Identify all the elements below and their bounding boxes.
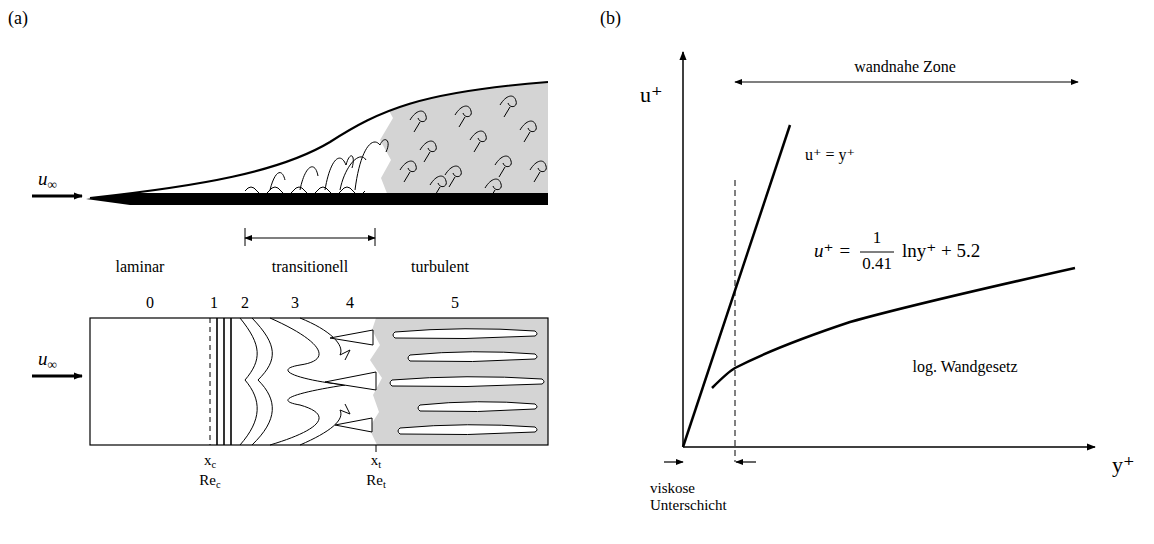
eddy (455, 106, 471, 127)
label: u∞ (38, 168, 57, 190)
label: u∞ (38, 348, 57, 370)
label: u⁺ (640, 82, 663, 107)
label: wandnahe Zone (854, 58, 956, 76)
eddy (445, 166, 461, 187)
label: (a) (8, 8, 28, 29)
eddy (500, 96, 516, 117)
label: 0 (146, 294, 154, 312)
eddy (520, 121, 536, 142)
transition-bracket (245, 237, 375, 238)
label: 3 (291, 294, 299, 312)
log-law (712, 268, 1075, 388)
axis (682, 52, 684, 447)
label: u⁺ = (812, 240, 853, 262)
streak (398, 425, 537, 435)
label: y⁺ (1112, 452, 1135, 477)
label: 1 (871, 228, 884, 248)
plate-outline (90, 318, 548, 445)
critical-line (210, 318, 211, 445)
sublayer-limit (735, 180, 736, 462)
eddy (470, 131, 486, 152)
label: 2 (241, 294, 249, 312)
label: (b) (600, 8, 621, 29)
flow-arrow (32, 375, 82, 378)
bracket-tick (245, 228, 246, 246)
wall-law-plot (664, 52, 1095, 462)
eddy (410, 111, 426, 132)
streak (418, 402, 537, 412)
label: lny⁺ + 5.2 (900, 240, 982, 262)
label: Rec (199, 472, 220, 489)
label: transitionell (272, 258, 348, 276)
turbulent-region (369, 318, 548, 445)
flow-arrow (32, 195, 82, 198)
transition-waves (245, 140, 388, 195)
eddy (495, 156, 511, 177)
turbulent-streaks (390, 329, 544, 435)
label: log. Wandgesetz (912, 358, 1017, 376)
label: 5 (451, 294, 459, 312)
turbulent-region (380, 60, 548, 196)
linear-law (683, 125, 790, 447)
label: laminar (116, 258, 165, 276)
label: 0.41 (860, 254, 894, 274)
label: turbulent (411, 258, 469, 276)
label: u⁺ = y⁺ (805, 146, 855, 164)
turbulent-spots (325, 330, 376, 432)
label: Ret (366, 472, 386, 489)
label: viskose Unterschicht (650, 480, 740, 515)
label: 1 (210, 294, 218, 312)
label: xc (204, 452, 216, 469)
fraction-bar (860, 252, 894, 253)
plan-view (32, 318, 548, 452)
turbulent-eddies (400, 96, 546, 200)
sublayer-arrow (664, 461, 683, 462)
streak (390, 377, 544, 387)
bracket-tick (375, 228, 376, 246)
eddy (530, 161, 546, 182)
streak (408, 352, 537, 362)
ts-waves (217, 318, 231, 445)
eddy (430, 176, 446, 197)
sublayer-arrow (736, 461, 756, 462)
flat-plate (86, 193, 548, 205)
boundary-layer-sketch (32, 60, 548, 246)
axis (683, 446, 1095, 448)
label: xt (371, 452, 381, 469)
streak (393, 329, 537, 339)
eddy (400, 161, 416, 182)
zone-arrow (735, 81, 1078, 82)
boundary-layer-edge (90, 82, 548, 198)
tick (376, 445, 377, 452)
eddy (485, 179, 501, 200)
label: 4 (346, 294, 354, 312)
eddy (420, 141, 436, 162)
